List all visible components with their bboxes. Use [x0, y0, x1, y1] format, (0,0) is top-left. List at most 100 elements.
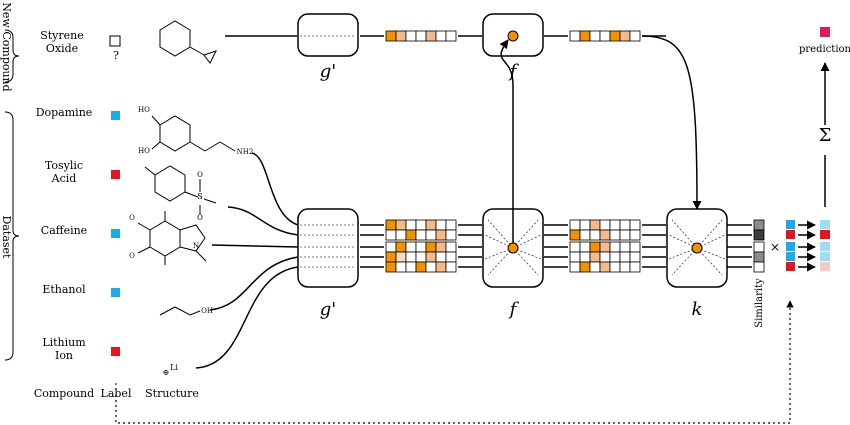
- sum-symbol: Σ: [819, 125, 832, 146]
- vector-cell: [385, 261, 397, 273]
- vector-cell: [569, 30, 581, 42]
- vector-cell: [385, 229, 397, 241]
- vector-cell: [425, 219, 437, 231]
- vector-cell: [619, 261, 631, 273]
- vector-cell: [579, 229, 591, 241]
- vector-cell: [599, 251, 611, 263]
- new-compound-name-2: Oxide: [46, 42, 78, 55]
- vector-cell: [579, 251, 591, 263]
- vector-cell: [629, 219, 641, 231]
- vector-cell: [445, 30, 457, 42]
- output-row: [727, 229, 830, 241]
- label-cell: [786, 242, 795, 251]
- product-cell: [820, 230, 830, 239]
- similarity-cell: [753, 229, 765, 241]
- vector-cell: [405, 229, 417, 241]
- input-curves: [195, 152, 299, 369]
- f-mid-node: [507, 242, 519, 254]
- vector-cell: [569, 241, 581, 253]
- vector-cell: [609, 241, 621, 253]
- vector-cell: [385, 219, 397, 231]
- vector-cell: [415, 219, 427, 231]
- brace-dataset: [4, 111, 20, 361]
- vector-cell: [385, 241, 397, 253]
- vector-cell: [445, 261, 457, 273]
- vector-cell: [435, 241, 447, 253]
- vector-cell: [579, 30, 591, 42]
- multiply-symbol: ×: [770, 240, 780, 254]
- vector-cell: [629, 251, 641, 263]
- dopamine-structure: [151, 115, 236, 152]
- vector-groups: [360, 30, 666, 273]
- vector-cell: [579, 219, 591, 231]
- ethanol-oh-text: OH: [201, 307, 213, 315]
- vector-row-f: [544, 261, 666, 273]
- compound-label-cell: [111, 170, 120, 179]
- label-g-prime-new: g': [320, 61, 336, 82]
- output-row: [727, 251, 830, 263]
- vector-cell: [589, 251, 601, 263]
- vector-cell: [415, 261, 427, 273]
- new-compound-label: ?: [113, 49, 119, 62]
- vector-cell: [425, 261, 437, 273]
- compound-row: Dopamine: [36, 106, 120, 120]
- new-compound-name-1: Styrene: [40, 29, 84, 42]
- output-row: [727, 261, 830, 273]
- feedback-dotted-line: [115, 300, 794, 424]
- vector-cell: [405, 219, 417, 231]
- vector-cell: [579, 241, 591, 253]
- vector-row-f: [544, 251, 666, 263]
- vector-row-g: [360, 229, 482, 241]
- vector-cell: [435, 251, 447, 263]
- vector-cell: [435, 219, 447, 231]
- vector-cell: [415, 241, 427, 253]
- lithium-charge-text: ⊕: [163, 368, 170, 377]
- group-label-new-compound: New Compound: [0, 2, 13, 91]
- compound-name: Ethanol: [42, 283, 86, 296]
- vector-cell: [415, 251, 427, 263]
- product-cell: [820, 220, 830, 229]
- vector-cell: [395, 241, 407, 253]
- vector-cell: [579, 261, 591, 273]
- vector-cell: [619, 219, 631, 231]
- vector-cell: [599, 261, 611, 273]
- vector-cell: [405, 30, 417, 42]
- vector-cell: [445, 251, 457, 263]
- compound-name-line2: Ion: [55, 349, 73, 362]
- lithium-text: Li: [170, 363, 178, 372]
- vector-cell: [445, 229, 457, 241]
- label-cell: [786, 252, 795, 261]
- vector-row-f: [544, 219, 666, 231]
- label-k: k: [692, 299, 703, 320]
- ethanol-structure: [159, 306, 201, 316]
- new-compound-label-box: [109, 35, 121, 47]
- tosyl-s-text: S: [197, 192, 202, 201]
- tosyl-o1-text: O: [197, 171, 203, 179]
- vector-cell: [599, 241, 611, 253]
- vector-cell: [385, 30, 397, 42]
- g-prime-dataset-dashes: [300, 224, 356, 268]
- label-f-mid: f: [508, 299, 520, 320]
- vector-row-g: [360, 261, 482, 273]
- vector-cell: [569, 251, 581, 263]
- vector-cell: [425, 30, 437, 42]
- vector-cell: [609, 219, 621, 231]
- dopamine-nh2-text: NH2: [237, 148, 254, 156]
- vector-row-f: [544, 229, 666, 241]
- vector-cell: [425, 229, 437, 241]
- vector-cell: [619, 241, 631, 253]
- vector-row-g: [360, 241, 482, 253]
- compound-name-line2: Acid: [51, 172, 77, 185]
- caffeine-o2-text: O: [129, 252, 135, 260]
- vector-cell: [569, 229, 581, 241]
- vector-cell: [629, 241, 641, 253]
- similarity-cell: [753, 251, 765, 263]
- styrene-oxide-structure: [159, 20, 217, 64]
- vector-cell: [415, 30, 427, 42]
- similarity-label: Similarity: [754, 278, 765, 328]
- vector-row-g: [360, 251, 482, 263]
- vector-row-f: [544, 241, 666, 253]
